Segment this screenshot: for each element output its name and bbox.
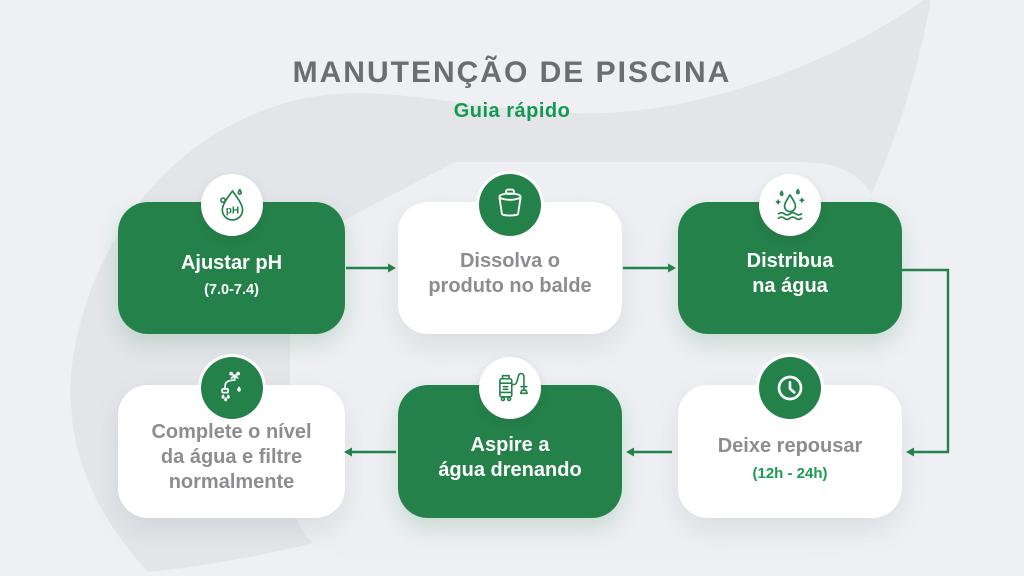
page-subtitle: Guia rápido — [453, 100, 571, 122]
pool-vacuum-icon — [479, 357, 541, 419]
step-title: Deixe repousar — [717, 434, 863, 457]
step-title: Complete o nível — [151, 421, 312, 443]
step-title: Dissolva o — [459, 250, 561, 272]
ph-icon-label: pH — [225, 205, 238, 216]
step-title-line2: da água e filtre — [160, 446, 303, 468]
step-card-distribua-agua: Distribua na água — [678, 174, 902, 334]
step-title: Ajustar pH — [180, 251, 283, 274]
step-card-aspire-agua: Aspire a água drenando — [398, 357, 622, 518]
page-title: MANUTENÇÃO DE PISCINA — [292, 56, 732, 89]
step-card-dissolva-produto: Dissolva o produto no balde — [398, 174, 622, 334]
water-drops-waves-icon — [759, 174, 821, 236]
clock-icon — [759, 357, 821, 419]
step-title-line2: na água — [752, 275, 828, 297]
step-card-ajustar-ph: pH Ajustar pH (7.0-7.4) — [118, 174, 345, 334]
step-title-line3: normalmente — [168, 471, 295, 493]
step-title-line2: água drenando — [438, 458, 582, 481]
step-title-line2: produto no balde — [428, 275, 592, 297]
step-note: (7.0-7.4) — [204, 281, 259, 298]
step-title: Aspire a — [470, 433, 550, 456]
step-card-deixe-repousar: Deixe repousar (12h - 24h) — [678, 357, 902, 518]
step-title: Distribua — [746, 250, 834, 272]
step-note: (12h - 24h) — [752, 464, 828, 482]
ph-droplet-icon: pH — [200, 174, 263, 236]
step-card-complete-nivel: Complete o nível da água e filtre normal… — [118, 357, 345, 518]
faucet-icon — [200, 357, 263, 419]
bucket-icon — [479, 174, 541, 236]
